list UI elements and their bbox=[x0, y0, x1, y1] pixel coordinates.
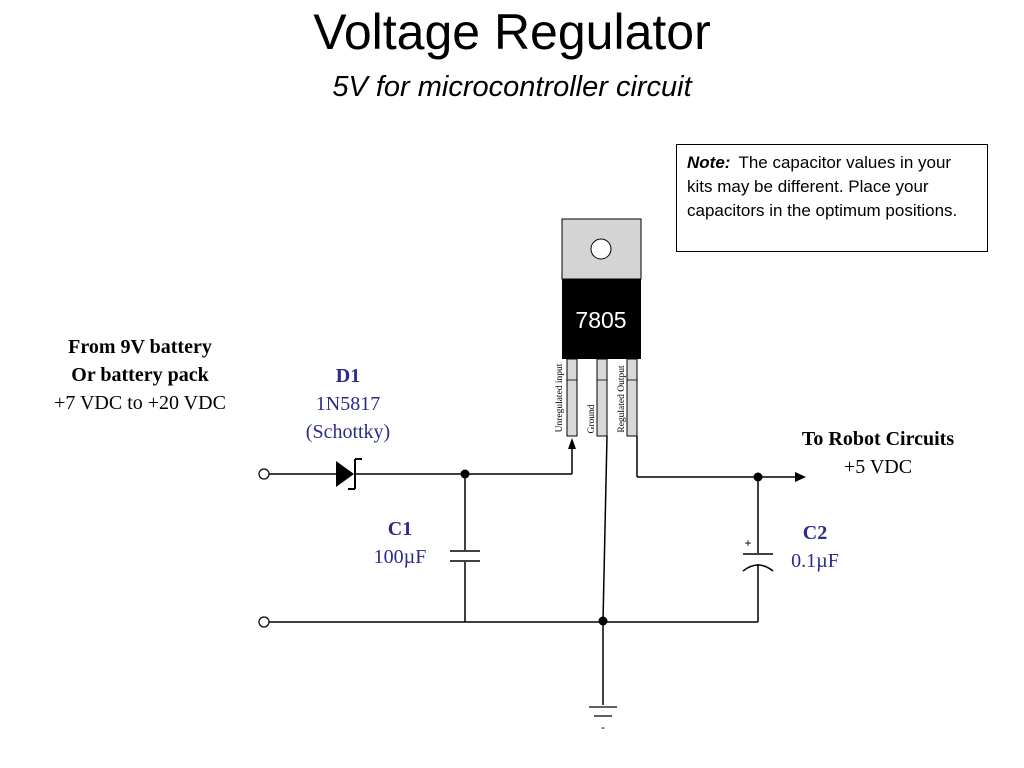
output-line1: To Robot Circuits bbox=[801, 428, 955, 450]
note-text: The capacitor values in your kits may be… bbox=[687, 153, 958, 220]
c2-value: 0.1µF bbox=[791, 550, 839, 572]
diode-ref: D1 bbox=[335, 365, 361, 387]
arrow-regulator-input bbox=[568, 438, 576, 449]
note-heading: Note: bbox=[687, 153, 731, 172]
pin-label-ground: Ground bbox=[587, 404, 597, 433]
input-terminal-positive bbox=[258, 468, 270, 480]
output-label: To Robot Circuits +5 VDC bbox=[778, 425, 978, 481]
arrow-output bbox=[795, 472, 806, 482]
source-line1: From 9V battery bbox=[68, 336, 212, 358]
ground-minus-mark: - bbox=[601, 720, 605, 734]
pin-label-input: Unregulated input bbox=[555, 363, 565, 432]
note-box: Note:The capacitor values in your kits m… bbox=[676, 144, 988, 252]
regulator-part-label: 7805 bbox=[575, 307, 626, 333]
c2-label: C2 0.1µF bbox=[765, 519, 865, 575]
source-line3: +7 VDC to +20 VDC bbox=[54, 392, 226, 414]
page-title: Voltage Regulator bbox=[313, 4, 711, 60]
diode-type: (Schottky) bbox=[305, 421, 391, 443]
regulator-body bbox=[562, 279, 641, 359]
pin-label-output: Regulated Output bbox=[617, 365, 627, 433]
source-label: From 9V battery Or battery pack +7 VDC t… bbox=[30, 333, 250, 417]
regulator-pin-input bbox=[566, 358, 578, 437]
regulator-mounting-hole bbox=[590, 238, 612, 260]
diode-part: 1N5817 bbox=[315, 393, 381, 415]
page-subtitle: 5V for microcontroller circuit bbox=[332, 71, 692, 103]
c1-label: C1 100µF bbox=[350, 515, 450, 571]
c1-ref: C1 bbox=[387, 518, 413, 540]
regulator-pin-output bbox=[626, 358, 638, 437]
regulator-pin-ground bbox=[596, 358, 608, 437]
input-terminal-negative bbox=[258, 616, 270, 628]
source-line2: Or battery pack bbox=[71, 364, 209, 386]
wire-regulator-ground bbox=[602, 435, 608, 622]
output-line2: +5 VDC bbox=[843, 456, 913, 478]
c2-ref: C2 bbox=[802, 522, 828, 544]
diode-label: D1 1N5817 (Schottky) bbox=[278, 362, 418, 446]
ground-icon bbox=[589, 706, 617, 717]
c2-polarity-mark: + bbox=[744, 536, 751, 550]
c1-value: 100µF bbox=[373, 546, 427, 568]
